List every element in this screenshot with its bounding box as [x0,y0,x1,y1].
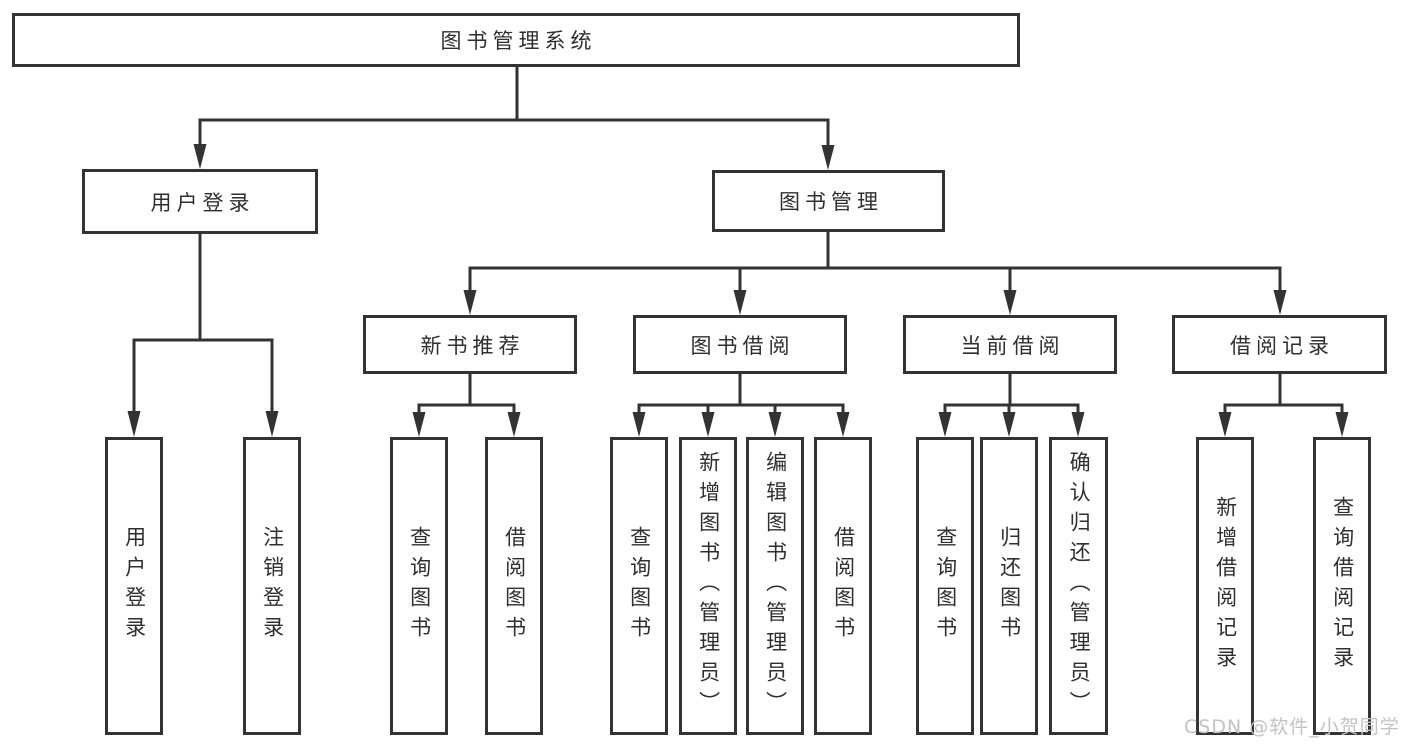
connector-user-login-children [127,234,279,437]
arrow-down-icon [193,144,835,170]
connector-line [198,66,830,147]
leaf-br-query-record: 查询借阅记录 [1313,437,1371,735]
leaf-br-query-record-label: 查询借阅记录 [1330,496,1355,676]
connector-book-mgmt-children [463,232,1287,315]
leaf-cb-confirm-return-admin: 确认归还（管理员） [1049,437,1108,735]
arrow-down-icon [127,411,279,437]
leaf-nb-borrow-books: 借阅图书 [485,437,543,735]
leaf-cb-query-books-label: 查询图书 [933,526,958,646]
arrow-down-icon [412,412,521,437]
node-book-borrowing: 图书借阅 [633,315,847,374]
node-new-book-recommend: 新书推荐 [363,315,577,374]
leaf-cb-return-books: 归还图书 [980,437,1038,735]
arrow-down-icon [1218,412,1349,437]
connector-line [468,232,1282,292]
node-current-borrowing-label: 当前借阅 [960,333,1065,358]
csdn-watermark: CSDN @软件_小贺同学 [1184,716,1400,738]
connector-line [132,234,274,413]
leaf-cb-return-books-label: 归还图书 [997,526,1022,646]
node-new-book-recommend-label: 新书推荐 [420,333,525,358]
node-book-management: 图书管理 [712,170,945,232]
leaf-br-add-record: 新增借阅记录 [1196,437,1254,735]
connector-borrow-records-children [1218,374,1349,437]
leaf-cb-query-books: 查询图书 [916,437,974,735]
connector-line [1223,374,1344,414]
connector-line [637,374,845,414]
node-current-borrowing: 当前借阅 [903,315,1117,374]
leaf-cb-confirm-return-admin-label: 确认归还（管理员） [1067,451,1092,721]
arrow-down-icon [938,412,1085,437]
node-root-label: 图书管理系统 [440,29,597,53]
node-borrowing-records: 借阅记录 [1172,315,1387,374]
node-borrowing-records-label: 借阅记录 [1230,333,1334,358]
leaf-nb-query-books: 查询图书 [390,437,448,735]
connector-current-borrow-children [938,374,1085,437]
leaf-bb-add-books-admin: 新增图书（管理员） [679,437,737,735]
node-user-login: 用户登录 [82,169,318,234]
node-book-borrowing-label: 图书借阅 [690,333,795,358]
node-user-login-label: 用户登录 [150,190,255,215]
leaf-logout: 注销登录 [243,437,301,735]
leaf-bb-edit-books-admin: 编辑图书（管理员） [746,437,804,735]
node-book-management-label: 图书管理 [779,190,883,214]
leaf-bb-edit-books-admin-label: 编辑图书（管理员） [763,451,788,721]
leaf-bb-query-books: 查询图书 [610,437,668,735]
arrow-down-icon [463,290,1287,315]
leaf-bb-add-books-admin-label: 新增图书（管理员） [696,451,721,721]
connector-line [417,374,516,414]
leaf-bb-query-books-label: 查询图书 [627,526,652,646]
leaf-bb-borrow-books: 借阅图书 [814,437,872,735]
connector-book-borrow-children [632,374,850,437]
leaf-user-login-label: 用户登录 [122,526,147,646]
arrow-down-icon [632,412,850,437]
connector-root-to-level2 [193,66,835,170]
leaf-logout-label: 注销登录 [260,526,285,646]
leaf-nb-query-books-label: 查询图书 [407,526,432,646]
node-root: 图书管理系统 [12,13,1020,67]
connector-new-books-children [412,374,521,437]
connector-line [943,374,1080,414]
leaf-br-add-record-label: 新增借阅记录 [1213,496,1238,676]
leaf-bb-borrow-books-label: 借阅图书 [831,526,856,646]
leaf-user-login: 用户登录 [105,437,163,735]
leaf-nb-borrow-books-label: 借阅图书 [502,526,527,646]
